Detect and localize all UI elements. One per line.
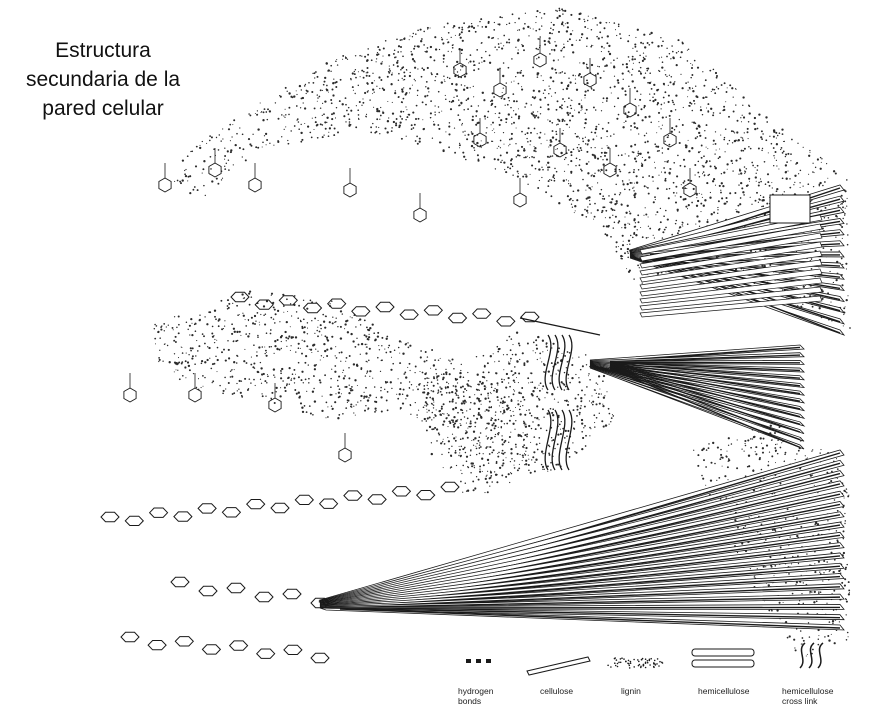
legend-label-cellulose: cellulose (540, 686, 573, 696)
legend-icons (466, 643, 823, 675)
legend-label-hemicellulose: hemicellulose (698, 686, 750, 696)
title-line-2: secundaria de la (18, 65, 188, 94)
lignin-molecules (124, 38, 696, 462)
diagram-title: Estructura secundaria de la pared celula… (18, 36, 188, 123)
title-line-1: Estructura (18, 36, 188, 65)
title-line-3: pared celular (18, 94, 188, 123)
legend-label-hydrogen-bonds: hydrogen bonds (458, 686, 493, 706)
legend-label-hemicellulose-cross-link: hemicellulose cross link (782, 686, 834, 706)
legend-label-lignin: lignin (621, 686, 641, 696)
cellulose-microfibrils (320, 185, 844, 630)
